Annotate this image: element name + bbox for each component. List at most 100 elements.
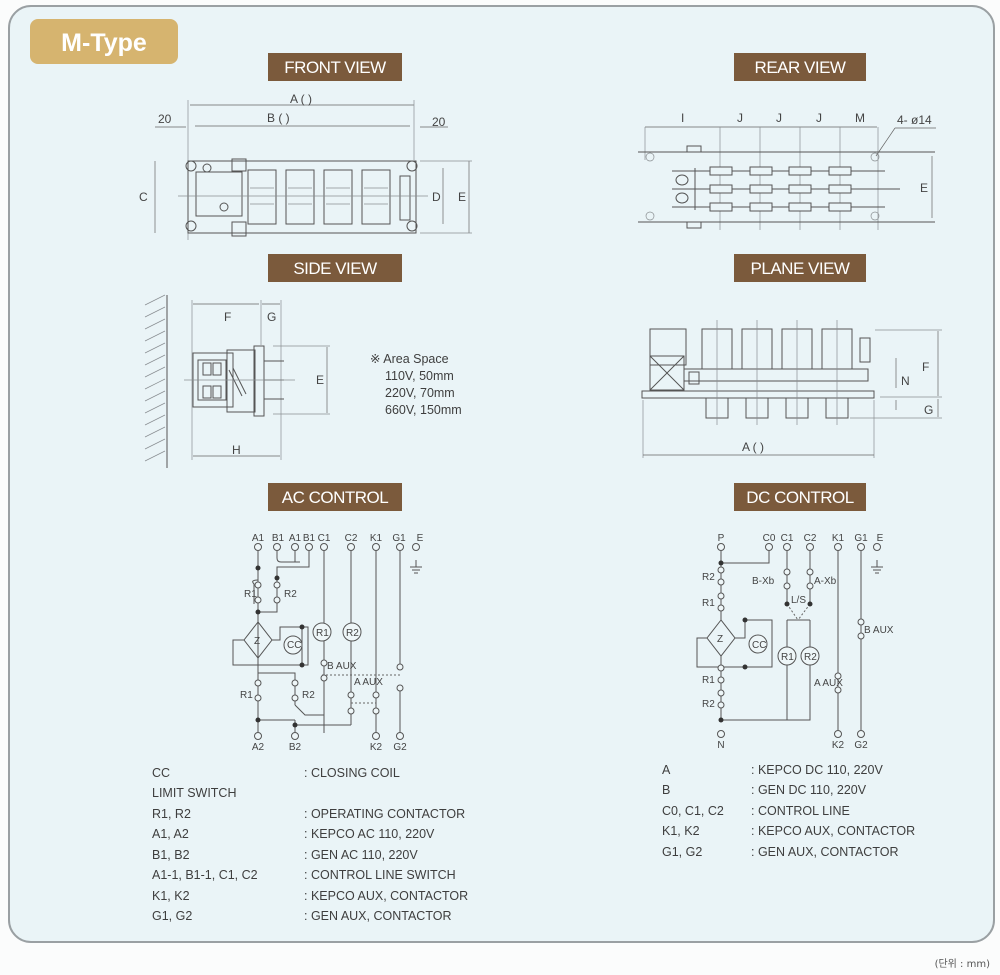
legend-value: : KEPCO AUX, CONTACTOR [751, 824, 915, 838]
terminal-c2: C2 [345, 533, 358, 544]
label-bridge: Z [254, 636, 260, 647]
ac-control-circuit: A1 B1 A1 B1 C1 C2 K1 G1 E [232, 533, 424, 753]
terminal-c2: C2 [804, 533, 817, 544]
area-space-660v: 660V, 150mm [385, 403, 462, 417]
legend-value: : GEN AUX, CONTACTOR [304, 909, 451, 923]
dim-e-label: E [316, 373, 324, 387]
dim-g-label: G [267, 310, 276, 324]
dim-a-label: A ( ) [290, 92, 312, 106]
header-front-label: FRONT VIEW [284, 58, 386, 77]
legend-value: : GEN AUX, CONTACTOR [751, 845, 898, 859]
area-space-note: ※ Area Space 110V, 50mm 220V, 70mm 660V,… [370, 352, 462, 417]
legend-value: : CONTROL LINE SWITCH [304, 868, 456, 882]
rear-view-drawing: I J J J M 4- ø14 E [638, 111, 936, 230]
label-coil-r2: R2 [804, 652, 817, 663]
header-rear-view: REAR VIEW [734, 53, 866, 81]
legend-key: LIMIT SWITCH [152, 786, 237, 800]
dim-f-label: F [922, 360, 929, 374]
dim-j1-label: J [737, 111, 743, 125]
holes-label: 4- ø14 [897, 113, 932, 127]
terminal-g1: G1 [854, 533, 868, 544]
legend-key: A1, A2 [152, 827, 189, 841]
terminal-b1: B1 [272, 533, 285, 544]
header-ac-label: AC CONTROL [282, 488, 389, 507]
label-coil-r2: R2 [346, 628, 359, 639]
legend-key: B [662, 783, 670, 797]
dim-m-label: M [855, 111, 865, 125]
area-space-220v: 220V, 70mm [385, 386, 455, 400]
terminal-a2: A2 [252, 742, 265, 753]
label-coil-r1: R1 [316, 628, 329, 639]
header-plane-view: PLANE VIEW [734, 254, 866, 282]
legend-value: : KEPCO DC 110, 220V [751, 763, 883, 777]
plane-view-drawing: A ( ) F N G [641, 320, 942, 458]
terminal-c1: C1 [781, 533, 794, 544]
badge-label: M-Type [61, 29, 147, 57]
dim-c-label: C [139, 190, 148, 204]
label-r2-bottom: R2 [702, 699, 715, 710]
dc-control-circuit: P C0 C1 C2 K1 G1 E R2 R1 B-Xb A-Xb L/S Z… [696, 533, 894, 751]
label-b-aux: B AUX [327, 661, 357, 672]
unit-note: (단위 : mm) [935, 957, 991, 970]
ac-legend: CC : CLOSING COIL LIMIT SWITCH R1, R2 : … [152, 766, 468, 923]
label-r2-bottom: R2 [302, 690, 315, 701]
legend-value: : KEPCO AUX, CONTACTOR [304, 889, 468, 903]
label-bridge: Z [717, 634, 723, 645]
terminal-a1: A1 [252, 533, 265, 544]
dim-i-label: I [681, 111, 684, 125]
terminal-e: E [877, 533, 884, 544]
terminal-a1-1: A1 [289, 533, 302, 544]
panel [8, 5, 995, 943]
terminal-g2: G2 [854, 740, 868, 751]
label-a-xb: A-Xb [814, 576, 837, 587]
legend-key: G1, G2 [662, 845, 702, 859]
terminal-c1: C1 [318, 533, 331, 544]
side-view-drawing: F G E H [144, 294, 330, 468]
legend-value: : CONTROL LINE [751, 804, 850, 818]
terminal-g2: G2 [393, 742, 407, 753]
legend-value: : CLOSING COIL [304, 766, 400, 780]
dim-d-label: D [432, 190, 441, 204]
legend-key: C0, C1, C2 [662, 804, 724, 818]
label-b-xb: B-Xb [752, 576, 775, 587]
legend-key: K1, K2 [662, 824, 700, 838]
terminal-k1: K1 [832, 533, 845, 544]
dim-n-label: N [901, 374, 910, 388]
area-space-title: ※ Area Space [370, 352, 449, 366]
legend-key: A1-1, B1-1, C1, C2 [152, 868, 258, 882]
label-limit-switch: L/S [791, 595, 806, 606]
dim-right-20-label: 20 [432, 115, 446, 129]
dim-e-label: E [458, 190, 466, 204]
legend-key: B1, B2 [152, 848, 190, 862]
label-r1-top: R1 [702, 598, 715, 609]
label-coil-r1: R1 [781, 652, 794, 663]
legend-key: R1, R2 [152, 807, 191, 821]
header-rear-label: REAR VIEW [755, 58, 846, 77]
header-front-view: FRONT VIEW [268, 53, 402, 81]
terminal-n: N [717, 740, 724, 751]
header-dc-label: DC CONTROL [746, 488, 853, 507]
terminal-k2: K2 [370, 742, 383, 753]
legend-value: : OPERATING CONTACTOR [304, 807, 465, 821]
legend-key: CC [152, 766, 170, 780]
label-r2-top: R2 [284, 589, 297, 600]
header-dc-control: DC CONTROL [734, 483, 866, 511]
terminal-b2: B2 [289, 742, 302, 753]
label-b-aux: B AUX [864, 625, 894, 636]
terminal-b1-1: B1 [303, 533, 316, 544]
terminal-e: E [417, 533, 424, 544]
legend-value: : GEN AC 110, 220V [304, 848, 418, 862]
terminal-p: P [718, 533, 725, 544]
label-r1-bottom: R1 [240, 690, 253, 701]
dc-legend: A : KEPCO DC 110, 220V B : GEN DC 110, 2… [662, 763, 915, 859]
label-r1-top: R1 [244, 589, 257, 600]
legend-key: A [662, 763, 671, 777]
header-ac-control: AC CONTROL [268, 483, 402, 511]
label-r1-bottom: R1 [702, 675, 715, 686]
dim-h-label: H [232, 443, 241, 457]
dim-e-label: E [920, 181, 928, 195]
label-a-aux: A AUX [354, 677, 383, 688]
header-plane-label: PLANE VIEW [751, 259, 850, 278]
m-type-badge: M-Type [30, 19, 178, 64]
